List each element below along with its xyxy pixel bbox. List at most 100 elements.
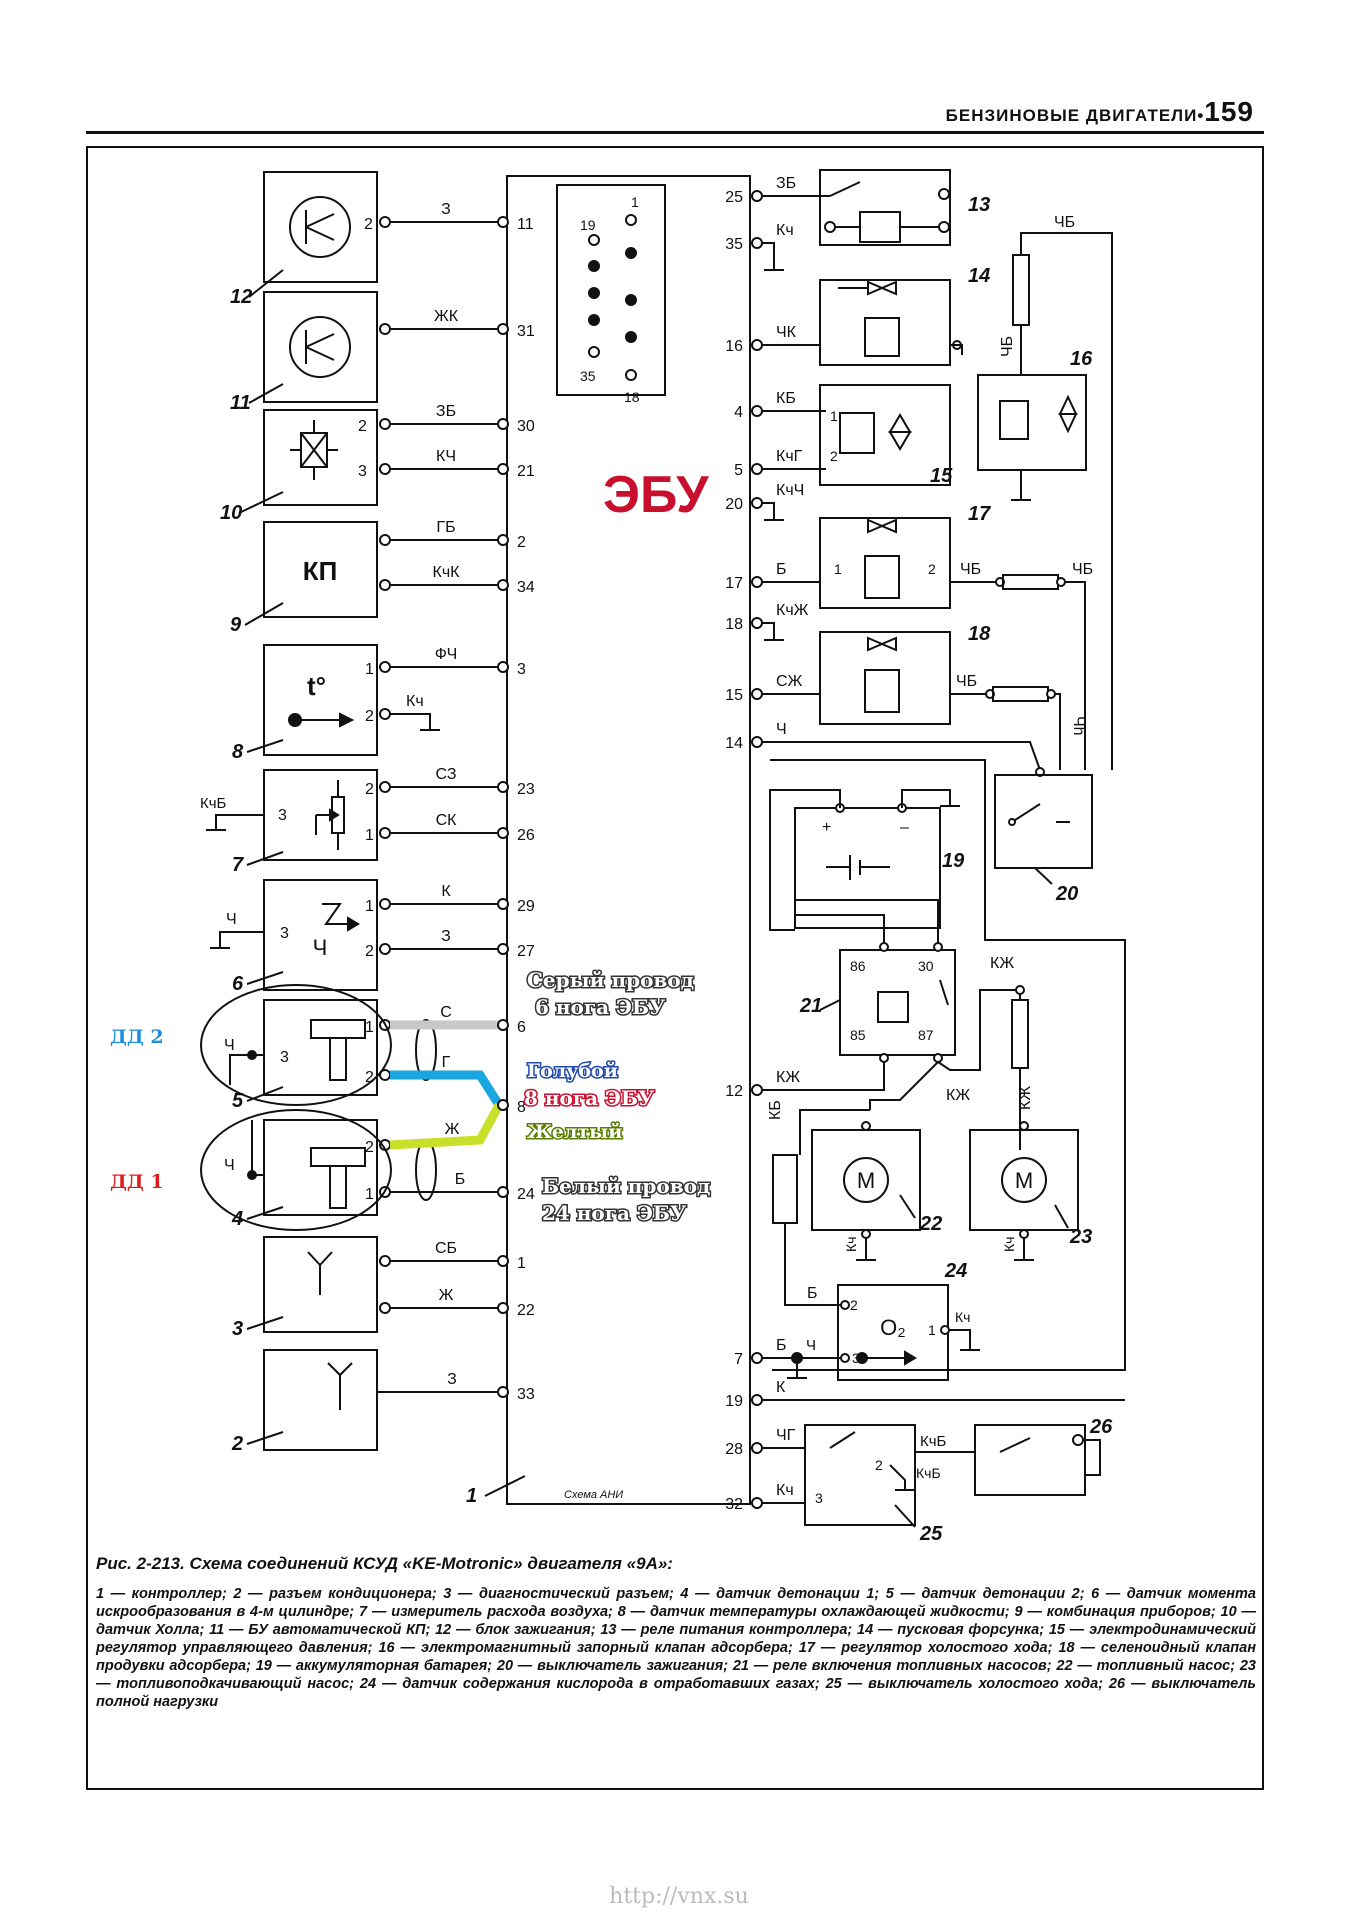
switch-contact <box>829 1431 856 1449</box>
transistor-collector <box>305 333 335 348</box>
wire-color-code: ЧБ <box>1054 214 1075 231</box>
connector-socket <box>588 260 600 272</box>
fuse <box>992 686 1049 702</box>
wire-color-code: З <box>441 201 451 218</box>
wire-color-code: СК <box>436 812 458 829</box>
wire <box>794 808 885 943</box>
pin-label: 2 <box>365 1069 374 1086</box>
component-3-box <box>263 1236 378 1333</box>
pin-label: 1 <box>365 1186 374 1203</box>
wire-color-code: К <box>776 1379 786 1396</box>
terminal <box>879 942 889 952</box>
pin-label: 3 <box>278 807 287 824</box>
ecu-pin-terminal <box>497 463 509 475</box>
annotation-white-pin: 24 нога ЭБУ <box>542 1201 686 1225</box>
component-number-13: 13 <box>968 194 990 216</box>
switch-contact <box>1011 803 1041 823</box>
wire <box>215 814 264 830</box>
leader-line <box>248 383 284 404</box>
leader-line <box>246 851 284 866</box>
connector-socket <box>588 234 600 246</box>
terminal <box>933 1053 943 1063</box>
relay-coil <box>877 991 909 1023</box>
leader-line <box>246 1206 284 1220</box>
splice-dot <box>247 1170 257 1180</box>
pin-label: 1 <box>834 561 842 577</box>
ecu-pin-number: 6 <box>517 1019 526 1036</box>
ecu-pin-number: 28 <box>725 1441 743 1458</box>
wire-color-code: ЧБ <box>960 561 981 578</box>
annotation-pin8: 8 нога ЭБУ <box>524 1086 654 1110</box>
page-number: 159 <box>1204 96 1254 127</box>
transistor-symbol <box>289 316 351 378</box>
pin-label: 2 <box>365 1139 374 1156</box>
ecu-controller <box>506 175 751 1505</box>
purge-coil <box>864 669 900 713</box>
pin-label: 2 <box>358 418 367 435</box>
ecu-pin-number: 25 <box>725 189 743 206</box>
pin-label: 2 <box>365 943 374 960</box>
pin-label: 2 <box>365 781 374 798</box>
ecu-pin-terminal <box>751 339 763 351</box>
splice-dot <box>1015 985 1025 995</box>
pin-label: 2 <box>364 216 373 233</box>
component-number-24: 24 <box>944 1260 967 1282</box>
header-rule <box>86 131 1264 134</box>
wire <box>390 713 431 730</box>
wire-color-code: КБ <box>776 390 796 407</box>
wire-color-code: ЧБ <box>956 673 977 690</box>
watermark-url: http://vnx.su <box>609 1884 749 1909</box>
injector-coil <box>864 317 900 357</box>
dd2-highlight-ellipse <box>200 984 392 1106</box>
ecu-pin-terminal <box>497 898 509 910</box>
annotation-yellow-wire: Желтый <box>527 1121 622 1143</box>
pin-label: 2 <box>928 561 936 577</box>
wire-color-code: ГБ <box>436 519 455 536</box>
antenna-arm <box>339 1362 353 1376</box>
relay-pin-86: 86 <box>850 958 866 974</box>
wire-color-code: КЖ <box>946 1087 970 1104</box>
terminal <box>379 216 391 228</box>
ecu-pin-terminal <box>497 1386 509 1398</box>
ecu-pin-number: 5 <box>734 462 743 479</box>
valve-symbol <box>879 518 897 534</box>
ecu-pin-number: 22 <box>517 1302 535 1319</box>
ecu-pin-terminal <box>751 1442 763 1454</box>
wire-color-code: КБ <box>767 1100 784 1120</box>
transistor-emitter <box>305 226 335 241</box>
leader-line <box>246 1316 284 1330</box>
component-number-5: 5 <box>232 1090 244 1112</box>
wire <box>795 899 939 943</box>
wire-color-code: КчЖ <box>776 602 809 619</box>
ecu-pin-terminal <box>751 497 763 509</box>
valve-symbol <box>1058 394 1078 415</box>
sensor-zigzag <box>322 903 348 925</box>
ecu-pin-terminal <box>497 216 509 228</box>
ecu-pin-terminal <box>751 190 763 202</box>
pin-label: 2 <box>830 448 838 464</box>
yellow-wire-highlight <box>389 1102 503 1150</box>
wire <box>799 1109 870 1155</box>
hall-diag <box>300 432 328 468</box>
connector-socket <box>625 294 637 306</box>
figure-caption-text: 1 — контроллер; 2 — разъем кондиционера;… <box>96 1586 1256 1710</box>
component-number-1: 1 <box>466 1485 477 1507</box>
pin-label: 3 <box>280 925 289 942</box>
ecu-pin-number: 34 <box>517 579 535 596</box>
pin-label: 2 <box>365 708 374 725</box>
pin-label: 3 <box>815 1490 823 1506</box>
component-number-10: 10 <box>220 502 242 524</box>
wire-color-code: Ж <box>439 1287 454 1304</box>
terminal <box>379 827 391 839</box>
ecu-pin-number: 23 <box>517 781 535 798</box>
wire-color-code: Кч <box>406 693 424 710</box>
terminal <box>938 188 950 200</box>
wire-color-code: Кч <box>776 1482 794 1499</box>
leader-line <box>244 602 284 626</box>
component-number-7: 7 <box>232 854 244 876</box>
terminal <box>379 943 391 955</box>
component-17-box <box>819 517 951 609</box>
ecu-pin-number: 4 <box>734 404 743 421</box>
wire-color-code: ФЧ <box>435 646 457 663</box>
